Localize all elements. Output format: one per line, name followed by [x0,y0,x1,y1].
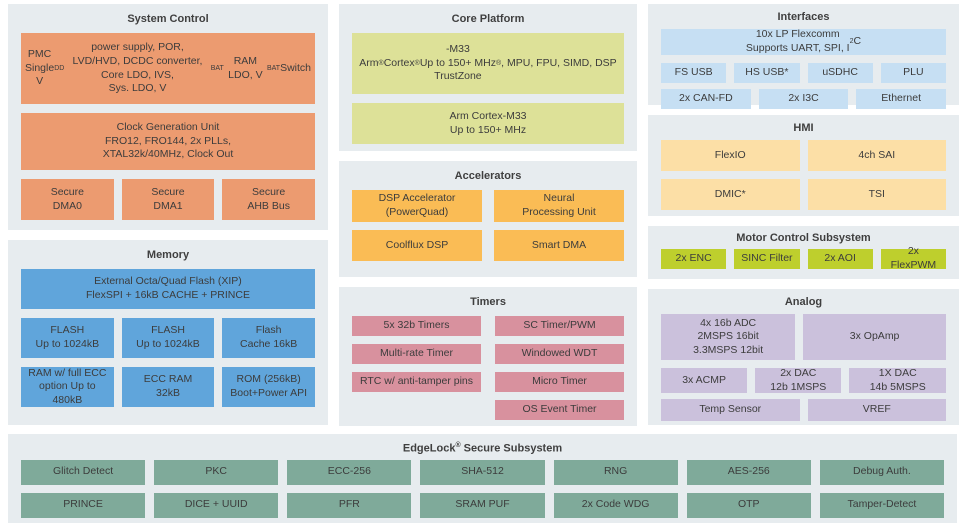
block-micro-timer: Micro Timer [495,372,624,392]
analog-title: Analog [784,296,823,308]
block-2x-code-wdg: 2x Code WDG [553,492,678,518]
block-tsi: TSI [807,179,946,210]
block-prince: PRINCE [21,492,146,518]
block-rom: ROM (256kB)Boot+Power API [222,367,315,407]
core-platform-title: Core Platform [451,13,525,25]
block-glitch-detect: Glitch Detect [21,459,146,485]
block-flexio: FlexIO [661,140,800,171]
block-ecc-256: ECC-256 [287,459,412,485]
panel-accelerators: Accelerators DSP Accelerator(PowerQuad) … [339,161,637,277]
hmi-title: HMI [793,122,814,134]
block-debug-auth: Debug Auth. [819,459,944,485]
block-dsp-accelerator-powerquad: DSP Accelerator(PowerQuad) [352,190,482,222]
panel-hmi: HMI FlexIO 4ch SAI DMIC* TSI [648,115,959,216]
block-can-fd: 2x CAN-FD [661,89,751,109]
panel-motor-control: Motor Control Subsystem 2x ENC SINC Filt… [648,226,959,279]
block-pkc: PKC [154,459,279,485]
block-dice-uuid: DICE + UUID [154,492,279,518]
block-dmic: DMIC* [661,179,800,210]
system-control-title: System Control [127,13,209,25]
block-sc-timer-pwm: SC Timer/PWM [495,316,624,336]
interfaces-title: Interfaces [777,11,830,23]
block-external-flash-xip: External Octa/Quad Flash (XIP)FlexSPI + … [21,269,315,309]
block-pfr: PFR [287,492,412,518]
block-i3c: 2x I3C [758,89,849,109]
accelerators-title: Accelerators [454,170,522,182]
block-4ch-sai: 4ch SAI [807,140,946,171]
block-2x-enc: 2x ENC [661,249,727,269]
block-smart-dma: Smart DMA [494,230,624,261]
block-sram-puf: SRAM PUF [420,492,545,518]
motor-control-title: Motor Control Subsystem [736,232,871,244]
block-coolflux-dsp: Coolflux DSP [352,230,482,261]
block-fs-usb: FS USB [661,63,727,83]
block-windowed-wdt: Windowed WDT [495,344,624,364]
timers-title: Timers [470,296,506,308]
block-2x-aoi: 2x AOI [807,249,873,269]
block-ethernet: Ethernet [856,89,946,109]
block-vref: VREF [807,399,946,421]
block-os-event-timer: OS Event Timer [495,400,624,420]
memory-title: Memory [146,249,190,261]
block-rng: RNG [553,459,678,485]
block-multi-rate-timer: Multi-rate Timer [352,344,481,364]
block-plu: PLU [880,63,946,83]
panel-edgelock-secure-subsystem: EdgeLock® Secure Subsystem Glitch Detect… [8,434,957,523]
block-usdhc: uSDHC [807,63,873,83]
panel-memory: Memory External Octa/Quad Flash (XIP)Fle… [8,240,328,425]
block-aes-256: AES-256 [686,459,811,485]
block-otp: OTP [686,492,811,518]
block-5x-32b-timers: 5x 32b Timers [352,316,481,336]
block-2x-flexpwm: 2x FlexPWM [880,245,946,271]
block-opamp: 3x OpAmp [803,314,946,360]
block-acmp: 3x ACMP [661,368,748,393]
block-rtc-anti-tamper: RTC w/ anti-tamper pins [352,372,481,392]
block-sinc-filter: SINC Filter [734,249,800,269]
edgelock-title: EdgeLock® Secure Subsystem [402,442,563,455]
block-sha-512: SHA-512 [420,459,545,485]
block-hs-usb: HS USB* [734,63,800,83]
block-tamper-detect: Tamper-Detect [819,492,944,518]
panel-timers: Timers 5x 32b Timers SC Timer/PWM Multi-… [339,287,637,426]
block-temp-sensor: Temp Sensor [661,399,800,421]
